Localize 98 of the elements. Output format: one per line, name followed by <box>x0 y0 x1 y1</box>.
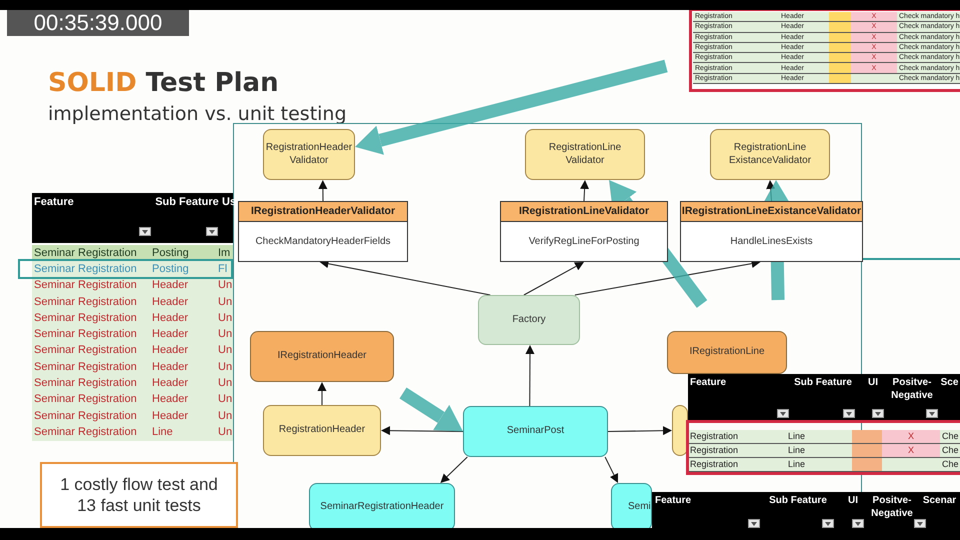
table-cell: Line <box>150 424 216 441</box>
highlight-arrow <box>355 60 668 155</box>
method-name: HandleLinesExists <box>729 235 814 249</box>
table-cell: Un <box>216 392 233 408</box>
class-box <box>672 405 688 456</box>
interface-name: IRegistrationLineValidator <box>501 202 667 222</box>
column-header: Feature <box>690 377 728 390</box>
column-header: Feature <box>34 196 75 210</box>
table-cell: Header <box>150 310 216 326</box>
table-cell: Header <box>150 408 216 424</box>
table-cell: Un <box>216 326 233 343</box>
process-box <box>309 483 455 531</box>
table-cell: Seminar Registration <box>32 294 150 310</box>
arrow <box>318 382 326 406</box>
node-label: SeminarRegistrationHeader <box>319 500 445 514</box>
class-box <box>525 129 645 180</box>
column-header: Positve- Negative <box>870 495 914 520</box>
table-cell: Seminar Registration <box>32 408 150 424</box>
table-cell: Che <box>940 444 960 458</box>
node-label: RegistrationHeader Validator <box>264 142 354 167</box>
table-cell: Registration <box>688 444 786 458</box>
table-cell: Un <box>216 424 233 441</box>
table-cell: Registration <box>688 458 786 472</box>
table-cell: Un <box>216 310 233 326</box>
table-cell: Header <box>150 359 216 376</box>
interface-box <box>250 331 394 382</box>
table-cell: Header <box>150 294 216 310</box>
interface-class-box <box>500 201 668 262</box>
table-cell: Un <box>216 375 233 392</box>
arrow <box>525 345 534 406</box>
interface-class-box <box>238 201 408 262</box>
table-cell: Un <box>216 342 233 360</box>
table-cell: Seminar Registration <box>32 375 150 392</box>
table-cell: Line <box>786 430 852 444</box>
arrow <box>523 262 584 296</box>
table-cell: Seminar Registration <box>32 342 150 360</box>
node-label: IRegistrationHeader <box>276 350 368 363</box>
slide-title: SOLID Test Plan <box>48 67 279 100</box>
column-header: UI <box>847 495 859 508</box>
arrow <box>318 180 328 202</box>
class-box <box>263 129 355 180</box>
table-cell: Seminar Registration <box>32 261 150 278</box>
table-cell: Registration <box>688 430 786 444</box>
factory-box <box>478 295 580 345</box>
table-cell: Un <box>216 408 233 424</box>
timestamp: 00:35:39.000 <box>7 10 189 36</box>
table-cell: Un <box>216 359 233 376</box>
column-header: Sub Feature <box>768 495 828 508</box>
table-cell: Seminar Registration <box>32 392 150 408</box>
slide-subtitle: implementation vs. unit testing <box>48 102 347 127</box>
table-cell: X <box>882 444 940 458</box>
table-cell: Seminar Registration <box>32 359 150 376</box>
table-cell: Seminar Registration <box>32 326 150 343</box>
node-label: RegistrationHeader <box>278 424 366 437</box>
table-cell: Che <box>940 458 960 472</box>
table-cell: Seminar Registration <box>32 424 150 441</box>
table-cell: Un <box>216 294 233 310</box>
arrow <box>604 456 618 483</box>
node-label: Factory <box>511 314 547 326</box>
column-header: Feature <box>655 495 692 508</box>
arrow <box>440 456 468 483</box>
table-cell: Header <box>150 342 216 360</box>
process-box <box>463 406 608 457</box>
interface-class-box <box>680 201 863 262</box>
table-cell: Posting <box>150 261 216 278</box>
table-cell: Header <box>150 375 216 392</box>
column-header: Sub Feature <box>154 196 220 210</box>
column-header: Scenar <box>922 495 958 508</box>
method-name: CheckMandatoryHeaderFields <box>254 235 392 249</box>
arrow <box>608 426 672 436</box>
table-cell: Header <box>150 392 216 408</box>
interface-name: IRegistrationLineExistanceValidator <box>681 202 862 222</box>
column-header: Positve- Negative <box>890 377 934 402</box>
node-label: Semi <box>627 500 652 514</box>
node-label: IRegistrationLine <box>688 346 766 359</box>
column-header: Sub Feature <box>793 377 853 390</box>
method-name: VerifyRegLineForPosting <box>528 235 640 249</box>
interface-name: IRegistrationHeaderValidator <box>239 202 407 222</box>
arrow <box>381 426 464 436</box>
node-label: RegistrationLine ExistanceValidator <box>728 142 812 167</box>
table-cell: Seminar Registration <box>32 310 150 326</box>
arrow <box>580 180 590 202</box>
column-header: UI <box>867 377 879 390</box>
class-box <box>263 405 381 456</box>
table-cell: Che <box>940 430 960 444</box>
column-header: Sce <box>940 377 960 390</box>
node-label: RegistrationLine Validator <box>548 142 622 167</box>
interface-box <box>667 331 787 374</box>
node-label: 1 costly flow test and 13 fast unit tests <box>59 474 219 516</box>
table-cell: Header <box>150 326 216 343</box>
node-label: SeminarPost <box>506 425 566 438</box>
highlight-arrow <box>399 388 463 432</box>
table-cell: Line <box>786 444 852 458</box>
table-cell: Line <box>786 458 852 472</box>
table-cell: X <box>882 430 940 444</box>
process-box <box>611 483 652 531</box>
note-box <box>40 462 238 528</box>
class-box <box>710 129 830 180</box>
